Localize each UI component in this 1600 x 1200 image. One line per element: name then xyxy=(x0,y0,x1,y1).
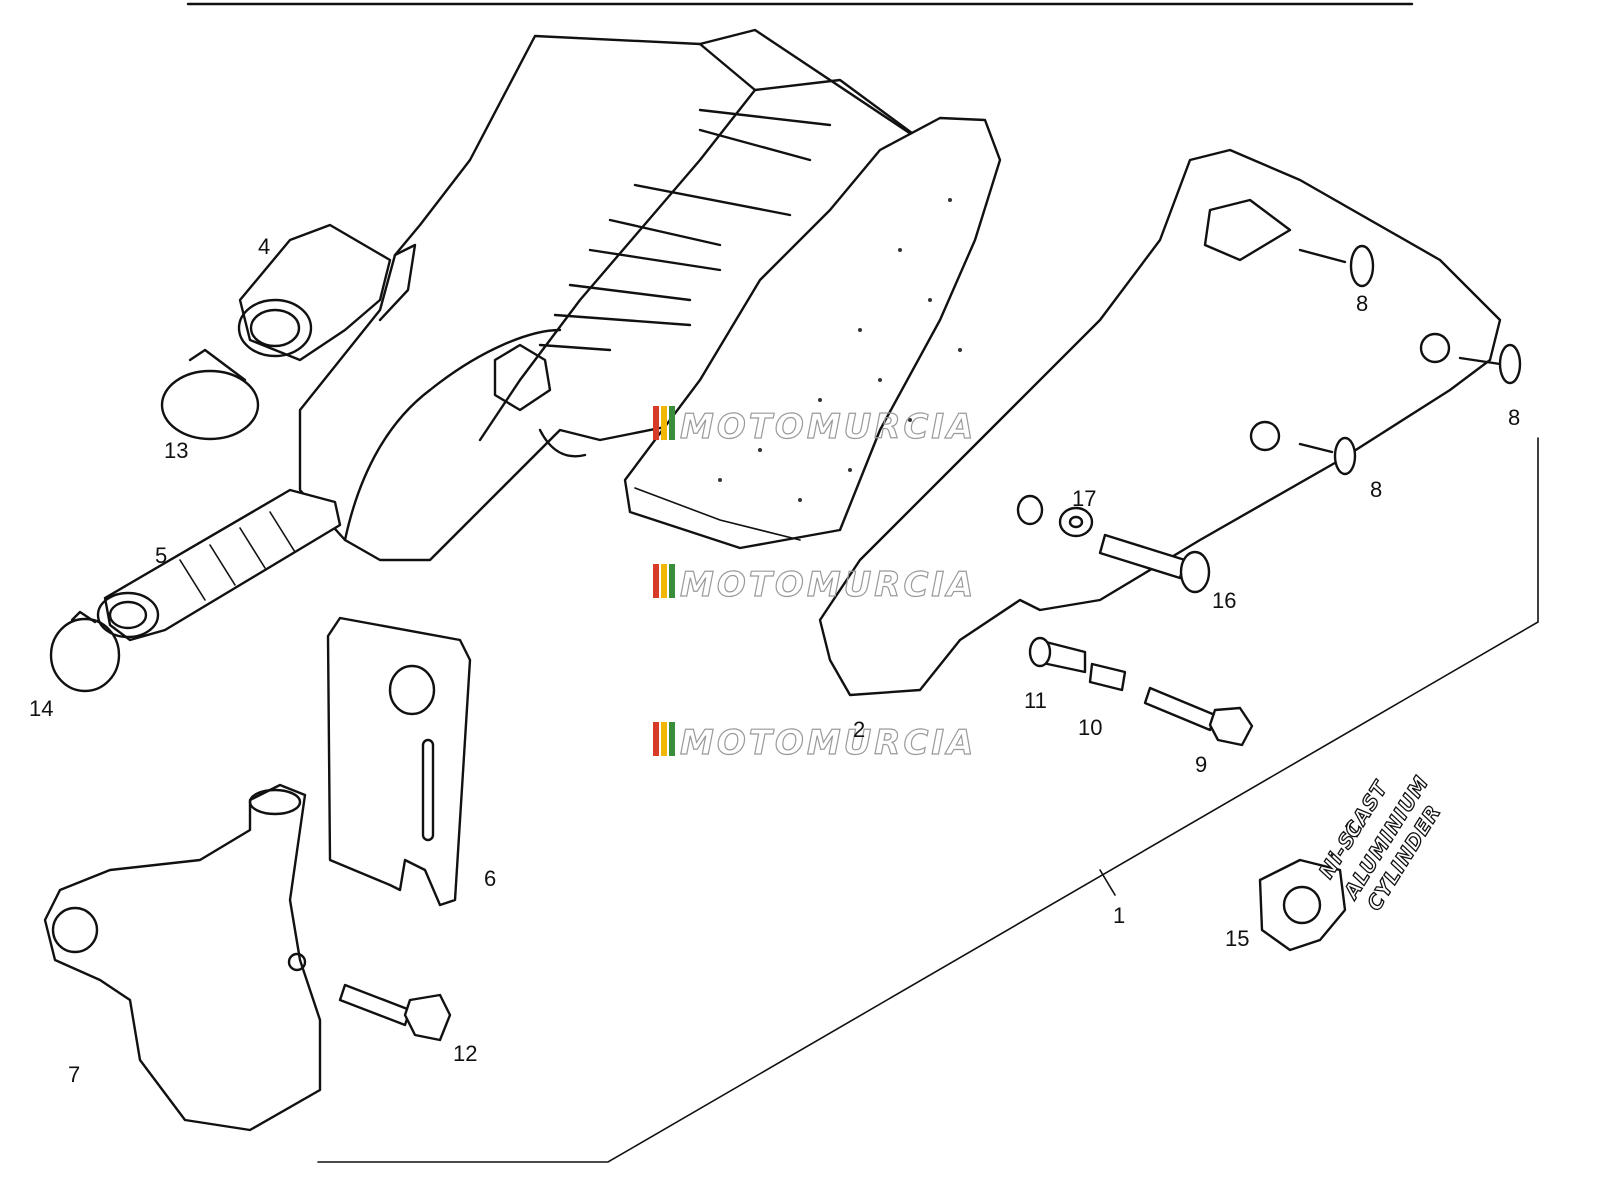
part-9-bolt xyxy=(1143,686,1254,747)
callout-6: 6 xyxy=(484,866,496,891)
watermark-bar-red xyxy=(653,722,659,756)
callout-17: 17 xyxy=(1072,486,1096,511)
airbox-cover xyxy=(818,148,1502,697)
watermark-2: MOTOMURCIA xyxy=(653,564,976,606)
watermark-bar-green xyxy=(669,564,675,598)
part-8-screw-a xyxy=(1298,244,1375,288)
part-6-foam-pad xyxy=(326,616,472,907)
part-16-screw xyxy=(1098,533,1211,594)
part-2-filter-element xyxy=(623,116,1002,550)
callout-8-c: 8 xyxy=(1370,477,1382,502)
watermark-3: MOTOMURCIA xyxy=(653,722,976,764)
part-4-intake-duct xyxy=(237,223,392,362)
part-1-group-outline xyxy=(317,437,1539,1163)
callout-16: 16 xyxy=(1212,588,1236,613)
leader-lines xyxy=(1099,869,1116,896)
part-12-bolt xyxy=(338,983,452,1042)
callout-11: 11 xyxy=(1024,688,1047,713)
callout-13: 13 xyxy=(164,438,188,463)
callout-14: 14 xyxy=(29,696,53,721)
callout-15: 15 xyxy=(1225,926,1249,951)
callout-labels: 1 2 4 5 6 7 8 8 8 9 10 11 12 13 14 15 16… xyxy=(29,234,1520,1087)
part-10-grommet xyxy=(1088,662,1127,692)
watermark-1: MOTOMURCIA xyxy=(653,406,976,448)
callout-9: 9 xyxy=(1195,752,1207,777)
callout-4: 4 xyxy=(258,234,270,259)
watermark-bar-red xyxy=(653,406,659,440)
watermark-bar-yellow xyxy=(661,406,667,440)
callout-1: 1 xyxy=(1113,903,1125,928)
watermark-bar-green xyxy=(669,722,675,756)
watermark-bar-yellow xyxy=(661,722,667,756)
callout-10: 10 xyxy=(1078,715,1102,740)
part-8-screw-b xyxy=(1458,343,1522,385)
watermark-text-3: MOTOMURCIA xyxy=(680,723,976,763)
callout-5: 5 xyxy=(155,543,167,568)
callout-12: 12 xyxy=(453,1041,477,1066)
watermark-bar-green xyxy=(669,406,675,440)
part-15-badge: Ni-Si CAST ALUMINIUM CYLINDER xyxy=(1258,771,1446,952)
watermark-bar-red xyxy=(653,564,659,598)
watermark-text-1: MOTOMURCIA xyxy=(680,407,976,447)
callout-2: 2 xyxy=(853,717,865,742)
part-17-washer xyxy=(1058,506,1094,538)
part-5-intake-hose xyxy=(96,488,342,642)
part-14-clamp xyxy=(49,610,121,693)
part-7-duct-elbow xyxy=(43,783,322,1132)
watermark-bar-yellow xyxy=(661,564,667,598)
part-8-screw-c xyxy=(1298,436,1357,476)
callout-7: 7 xyxy=(68,1062,80,1087)
part-11-spacer xyxy=(1028,636,1087,674)
watermark-text-2: MOTOMURCIA xyxy=(680,565,976,605)
callout-8-b: 8 xyxy=(1508,405,1520,430)
part-13-clamp xyxy=(160,348,260,441)
callout-8-a: 8 xyxy=(1356,291,1368,316)
